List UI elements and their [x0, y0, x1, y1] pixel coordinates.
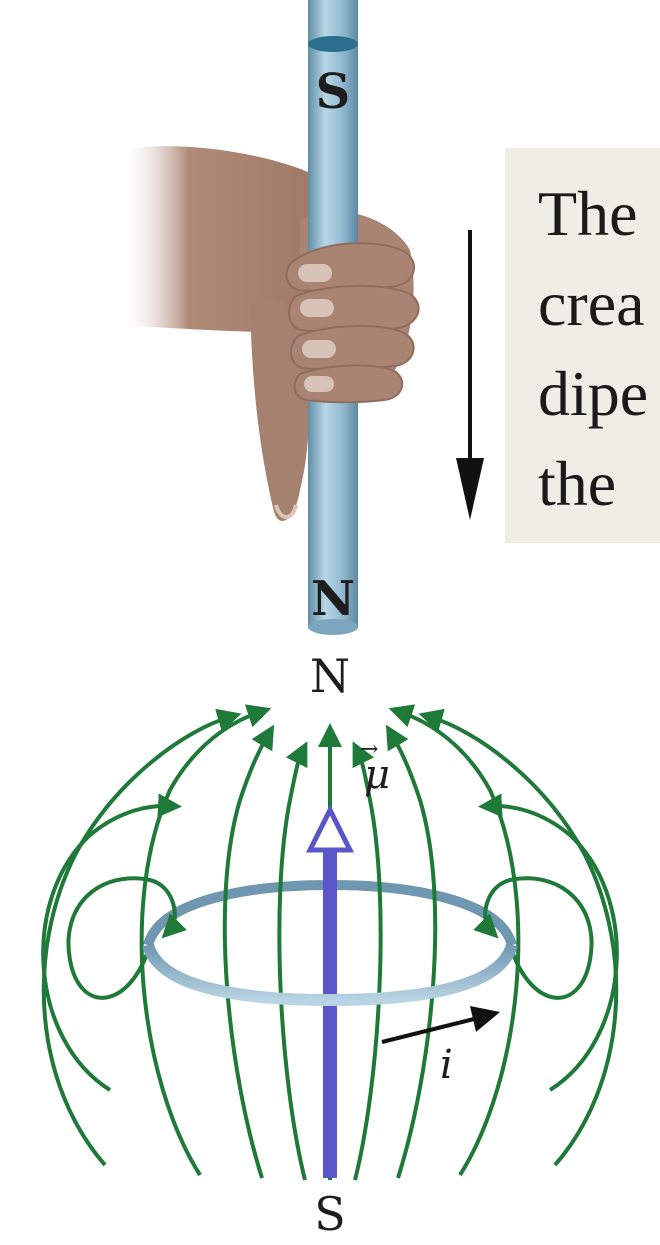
magnetic-moment-arrow [305, 804, 355, 1178]
magnet-top-pole-label: S [316, 64, 351, 120]
current-direction-arrow-icon [381, 1006, 500, 1044]
dipole-bottom-pole-label: S [314, 1187, 346, 1241]
magnet-bottom-pole-label: N [311, 571, 355, 627]
caption-line-1: The [538, 178, 638, 249]
dipole-top-pole-label: N [310, 649, 350, 703]
direction-arrow-icon [456, 230, 484, 520]
caption-line-4: the [538, 448, 616, 519]
fingernails [298, 264, 336, 392]
fingers [285, 242, 420, 404]
caption-line-3: dipe [538, 358, 648, 429]
caption-box: The crea dipe the [505, 148, 660, 543]
caption-line-2: crea [538, 268, 645, 339]
moment-vector-bar: → [360, 737, 378, 762]
current-loop-front [142, 942, 518, 1007]
current-symbol: i [440, 1042, 453, 1088]
moment-symbol: μ [364, 752, 390, 798]
